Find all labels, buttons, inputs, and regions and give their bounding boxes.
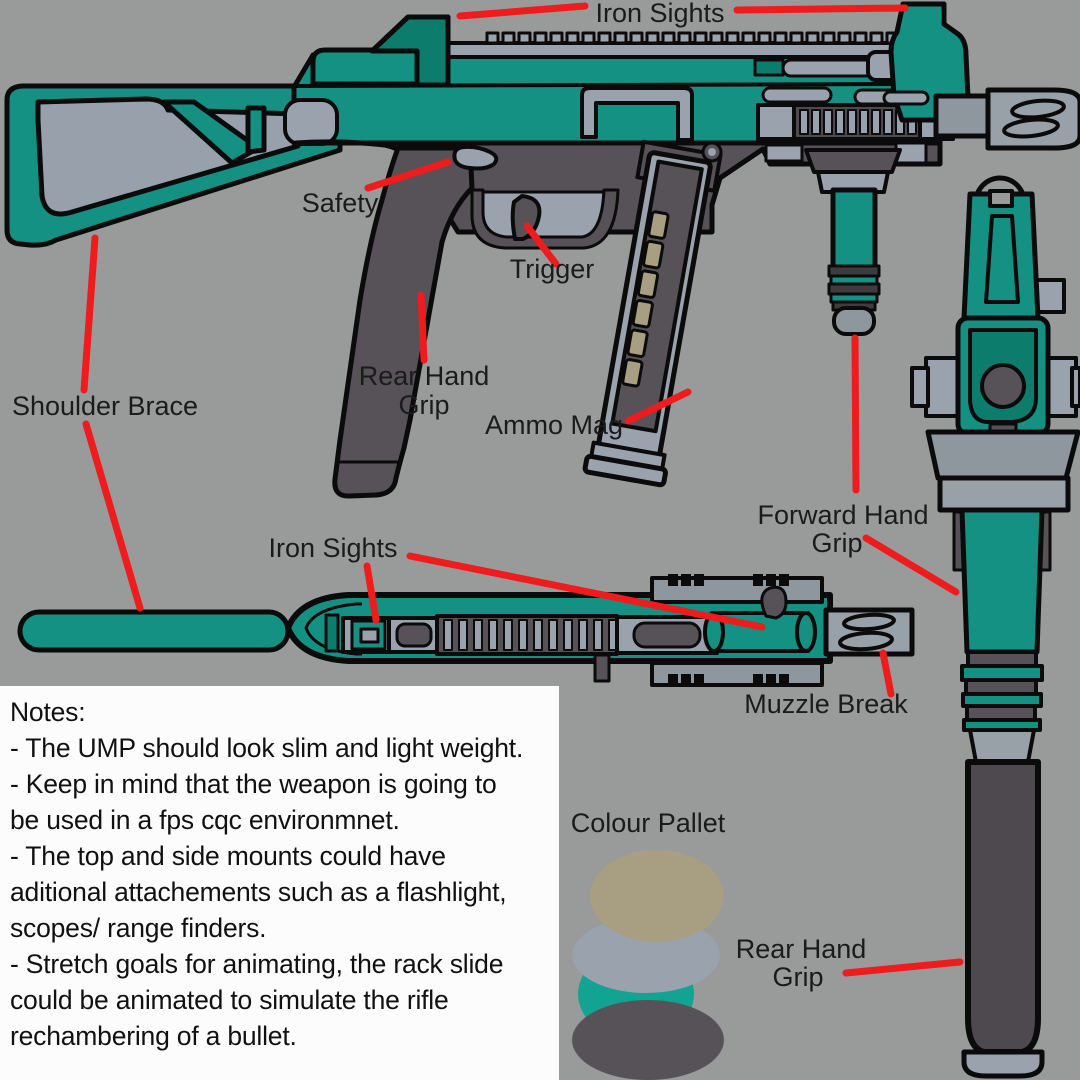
notes-line: - The top and side mounts could have bbox=[10, 841, 446, 871]
top-rail bbox=[445, 31, 907, 59]
leader-forward-hand-grip-side bbox=[851, 334, 860, 494]
leader-iron-sights-top-view-rear bbox=[363, 562, 380, 624]
label-forward-hand-grip-1: Forward Hand bbox=[757, 500, 928, 530]
leader-muzzle-break bbox=[879, 649, 895, 698]
leader-lines bbox=[80, 2, 964, 977]
label-rear-hand-grip-side-2: Grip bbox=[398, 390, 449, 420]
label-shoulder-brace: Shoulder Brace bbox=[12, 391, 198, 421]
colour-pallet bbox=[572, 850, 724, 1080]
notes-line: - Stretch goals for animating, the rack … bbox=[10, 949, 504, 979]
pivot-pin-center bbox=[708, 148, 716, 156]
top-view-rear-sight bbox=[341, 616, 439, 654]
trigger-group bbox=[470, 188, 620, 250]
leader-rear-hand-grip-side bbox=[417, 291, 428, 364]
label-muzzle-break: Muzzle Break bbox=[744, 689, 908, 719]
label-ammo-mag: Ammo Mag bbox=[485, 410, 623, 440]
charging-handle bbox=[580, 86, 694, 142]
notes-line: be used in a fps cqc environmnet. bbox=[10, 805, 400, 835]
trigger-guard bbox=[470, 188, 620, 250]
front-iron-sight bbox=[866, 1, 971, 123]
top-view-rack-slide bbox=[435, 614, 719, 656]
notes-line: rechambering of a bullet. bbox=[10, 1021, 297, 1051]
notes-line: aditional attachements such as a flashli… bbox=[10, 877, 507, 907]
notes-line: could be animated to simulate the rifle bbox=[10, 985, 449, 1015]
leader-forward-hand-grip-front bbox=[862, 534, 960, 596]
top-view-muzzle-brake bbox=[823, 607, 915, 657]
top-view bbox=[17, 574, 915, 687]
annotation-labels: Iron Sights Safety Trigger Rear Hand Gri… bbox=[12, 0, 929, 992]
leader-shoulder-brace-lower bbox=[82, 420, 144, 612]
label-iron-sights-top: Iron Sights bbox=[595, 0, 724, 28]
stock-tube bbox=[17, 609, 291, 653]
front-muzzle-bore bbox=[980, 363, 1026, 409]
label-rear-hand-grip-front-1: Rear Hand bbox=[736, 934, 867, 964]
label-forward-hand-grip-2: Grip bbox=[811, 528, 862, 558]
safety-lever bbox=[452, 144, 499, 171]
front-rear-grip bbox=[961, 759, 1045, 1079]
leader-safety bbox=[364, 158, 452, 192]
leader-shoulder-brace-upper bbox=[80, 234, 99, 394]
notes-line: scopes/ range finders. bbox=[10, 913, 267, 943]
leader-iron-sights-front bbox=[733, 4, 909, 14]
label-iron-sights-top-view: Iron Sights bbox=[268, 533, 397, 563]
leader-ammo-mag bbox=[624, 388, 692, 425]
top-view-charging-knob bbox=[760, 585, 788, 620]
rear-hand-grip bbox=[332, 145, 475, 499]
notes-heading: Notes: bbox=[10, 697, 86, 727]
label-colour-pallet: Colour Pallet bbox=[571, 808, 726, 838]
rear-iron-sight bbox=[310, 14, 451, 88]
palette-swatch-dark-gray bbox=[572, 1000, 724, 1080]
front-view bbox=[910, 175, 1080, 1079]
leader-iron-sights-top-view-front bbox=[406, 552, 766, 631]
muzzle-brake bbox=[933, 87, 1080, 151]
top-view-side-mounts bbox=[593, 574, 824, 687]
label-trigger: Trigger bbox=[510, 254, 595, 284]
vent-slot bbox=[761, 86, 833, 104]
ammo-mag bbox=[582, 139, 723, 488]
stock-joint-cut bbox=[283, 98, 339, 146]
notes-line: - The UMP should look slim and light wei… bbox=[10, 733, 524, 763]
label-rear-hand-grip-side-1: Rear Hand bbox=[359, 361, 490, 391]
palette-swatch-tan bbox=[590, 850, 724, 942]
leader-iron-sights-rear bbox=[456, 2, 589, 20]
front-forward-grip bbox=[952, 507, 1052, 764]
shoulder-brace-stock bbox=[4, 83, 343, 248]
label-rear-hand-grip-front-2: Grip bbox=[772, 962, 823, 992]
notes-line: - Keep in mind that the weapon is going … bbox=[10, 769, 497, 799]
forward-hand-grip bbox=[804, 148, 902, 336]
label-safety: Safety bbox=[302, 188, 379, 218]
front-receiver bbox=[910, 315, 1080, 437]
leader-rear-hand-grip-front bbox=[842, 958, 964, 977]
leader-trigger bbox=[523, 222, 560, 268]
side-view bbox=[4, 1, 1080, 499]
notes-box: Notes: - The UMP should look slim and li… bbox=[0, 686, 559, 1080]
